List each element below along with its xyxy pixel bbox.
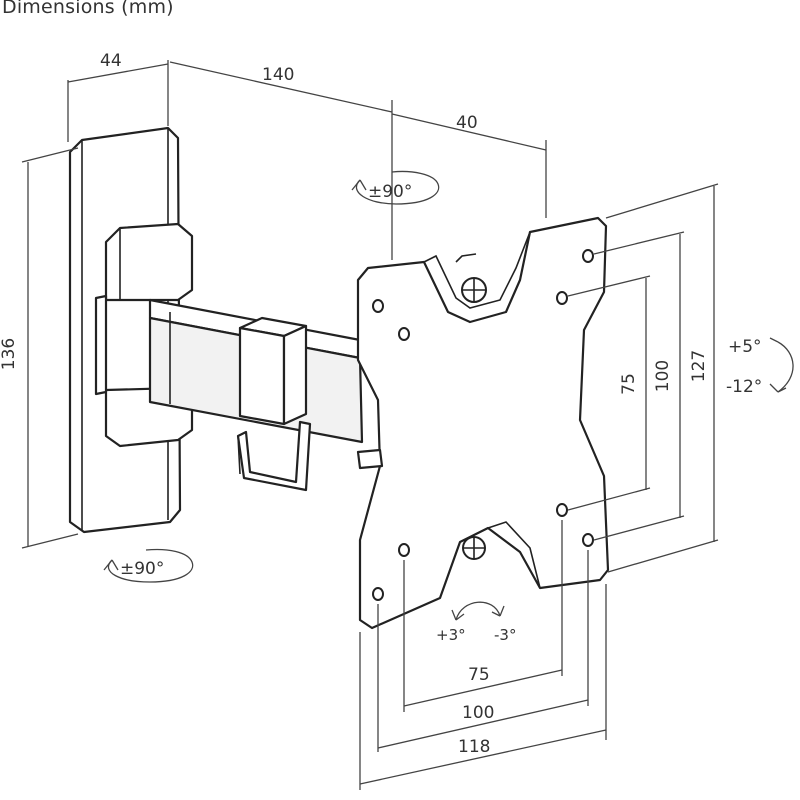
dim-136-label: 136: [0, 338, 19, 370]
dim-75-vertical: 75: [567, 275, 651, 511]
dim-75v-label: 75: [619, 373, 639, 395]
rotate-right-label: -3°: [494, 626, 516, 644]
dim-100-horizontal: 100: [377, 550, 589, 752]
tilt-down-label: -12°: [726, 377, 762, 397]
vesa-holes: [372, 249, 594, 601]
dim-140-label: 140: [262, 65, 294, 85]
diagram-title: Dimensions (mm): [2, 0, 174, 18]
dim-127-vertical: 127: [605, 183, 719, 573]
dim-118-horizontal: 118: [359, 584, 607, 790]
dim-136: 136: [0, 147, 79, 549]
dim-118h-label: 118: [458, 737, 490, 757]
dim-44-label: 44: [100, 51, 122, 71]
cable-hook: [236, 420, 312, 492]
tilt-indicator: +5° -12°: [726, 337, 794, 397]
swivel-bottom-label: ±90°: [120, 559, 164, 579]
dim-100h-label: 100: [462, 703, 494, 723]
dim-127v-label: 127: [689, 350, 709, 382]
arm-sleeve: [238, 316, 308, 426]
dim-100-vertical: 100: [593, 231, 685, 541]
dim-75h-label: 75: [468, 665, 490, 685]
dim-40-label: 40: [456, 113, 478, 133]
tilt-up-label: +5°: [728, 337, 762, 357]
dim-75-horizontal: 75: [403, 520, 563, 712]
swivel-top-label: ±90°: [368, 182, 412, 202]
swivel-bottom-indicator: ±90°: [103, 548, 194, 583]
rotate-indicator: +3° -3°: [436, 601, 516, 644]
vesa-plate: [356, 216, 610, 630]
dim-140: 140: [169, 61, 393, 260]
dim-100v-label: 100: [653, 360, 673, 392]
dim-40: 40: [391, 113, 547, 218]
rotate-left-label: +3°: [436, 626, 466, 644]
dim-44: 44: [67, 51, 169, 142]
swivel-top-indicator: ±90°: [351, 170, 440, 205]
